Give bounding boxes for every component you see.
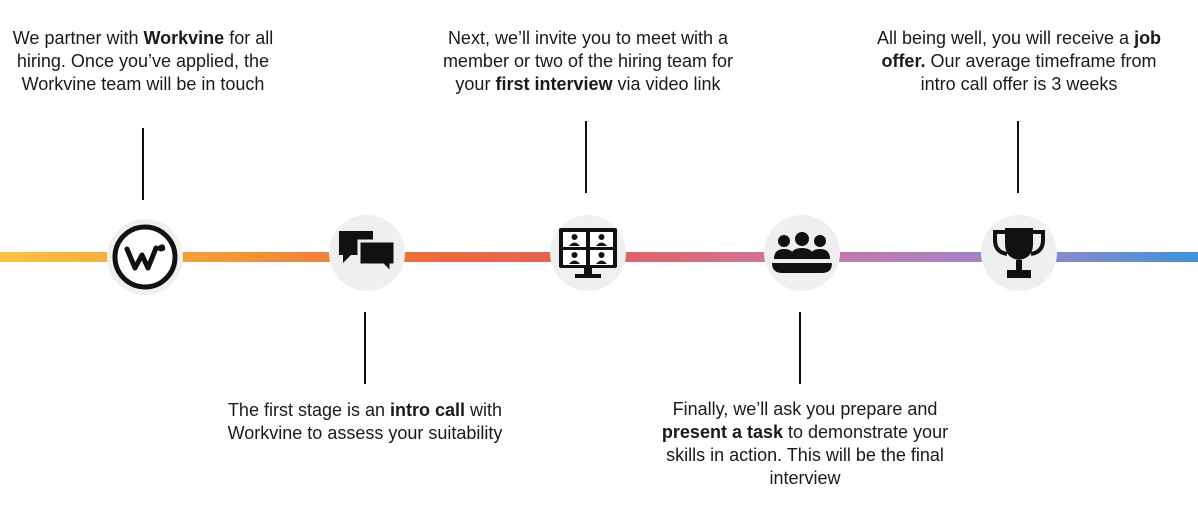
trophy-icon [993,228,1045,278]
connector-first-interview [585,121,587,193]
step-caption-first-interview: Next, we’ll invite you to meet with a me… [428,27,748,96]
connector-present-task [799,312,801,384]
caption-text: for all hiring. Once you’ve applied, the… [16,28,274,94]
caption-highlight: present a task [661,422,783,442]
step-node-first-interview [550,215,626,291]
caption-text: via video link [612,74,721,94]
caption-text: Our average timeframe from intro call of… [920,51,1157,94]
caption-text: to demonstrate your skills in action. Th… [666,422,949,488]
caption-text: All being well, you will receive a [876,28,1135,48]
workvine-logo-icon [112,224,178,290]
connector-job-offer [1017,121,1019,193]
caption-highlight: intro call [390,400,466,420]
step-caption-workvine: We partner with Workvine for all hiring.… [2,27,284,96]
connector-intro-call [364,312,366,384]
step-caption-intro-call: The first stage is an intro call with Wo… [225,399,505,445]
caption-text: Finally, we’ll ask you prepare and [672,399,938,419]
group-audience-icon [772,232,832,273]
connector-workvine [142,128,144,200]
step-node-workvine [107,219,183,295]
video-call-icon [559,228,617,278]
chat-bubbles-icon [339,231,397,277]
caption-text: The first stage is an [227,400,391,420]
caption-text: Next, we’ll invite you to meet with a me… [442,28,734,94]
caption-text: We partner with [12,28,144,48]
step-node-present-task [764,215,840,291]
step-node-intro-call [329,215,405,291]
caption-highlight: Workvine [143,28,225,48]
step-node-job-offer [981,215,1057,291]
step-caption-present-task: Finally, we’ll ask you prepare and prese… [655,398,955,490]
caption-highlight: first interview [495,74,613,94]
step-caption-job-offer: All being well, you will receive a job o… [862,27,1176,96]
caption-text: with Workvine to assess your suitability [227,400,503,443]
caption-highlight: job offer. [881,28,1162,71]
